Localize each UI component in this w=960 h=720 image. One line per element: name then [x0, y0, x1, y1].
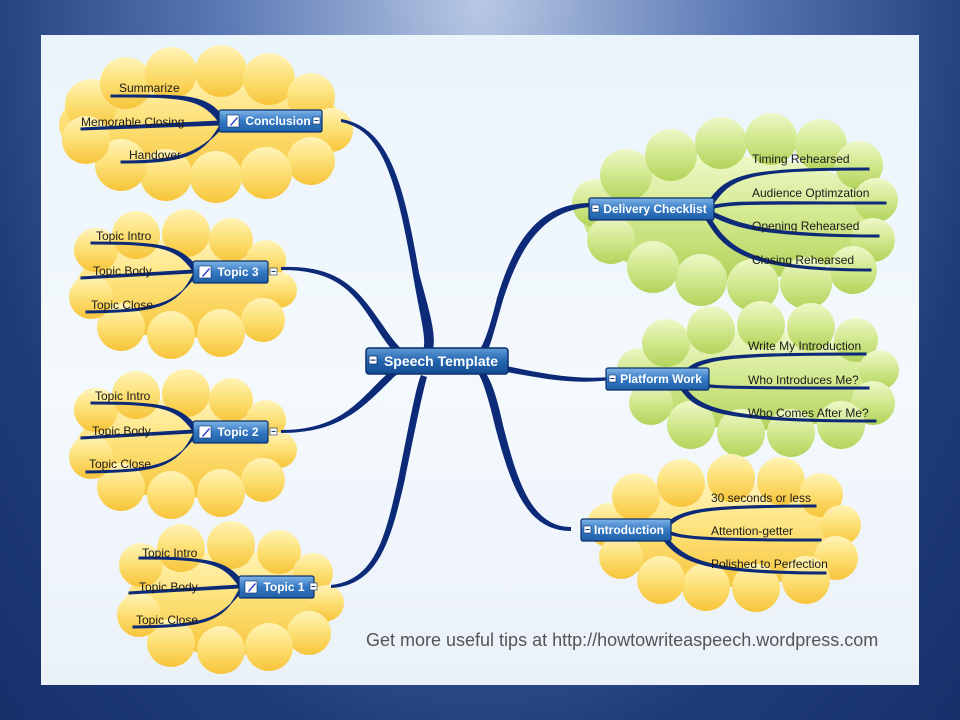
leaf-label[interactable]: Closing Rehearsed: [752, 253, 854, 267]
leaf-label[interactable]: Topic Body: [93, 264, 152, 278]
center-node-label: Speech Template: [384, 353, 498, 369]
mindmap-canvas: Speech Template Conclusion Topic 3 Topic…: [41, 35, 919, 685]
leaf-label[interactable]: Summarize: [119, 81, 180, 95]
leaf-label[interactable]: Topic Close: [89, 457, 151, 471]
cloud-conclusion: [59, 45, 353, 203]
leaf-label[interactable]: Who Introduces Me?: [748, 373, 859, 387]
leaf-label[interactable]: Attention-getter: [711, 524, 793, 538]
leaf-label[interactable]: Topic Close: [136, 613, 198, 627]
leaf-label[interactable]: Audience Optimzation: [752, 186, 869, 200]
node-topic1[interactable]: Topic 1: [238, 575, 318, 599]
node-conclusion-label: Conclusion: [245, 114, 310, 128]
leaf-label[interactable]: Topic Body: [139, 580, 198, 594]
leaf-label[interactable]: Opening Rehearsed: [752, 219, 859, 233]
leaf-label[interactable]: Memorable Closing: [81, 115, 184, 129]
leaf-label[interactable]: Topic Close: [91, 298, 153, 312]
node-topic3[interactable]: Topic 3: [192, 260, 278, 284]
node-topic1-label: Topic 1: [263, 580, 304, 594]
center-node[interactable]: Speech Template: [365, 347, 509, 375]
footer-tip: Get more useful tips at http://howtowrit…: [366, 630, 878, 650]
cloud-delivery-checklist: [572, 113, 898, 311]
leaf-labels: Summarize Memorable Closing Handover Top…: [81, 81, 869, 627]
node-delivery-checklist-label: Delivery Checklist: [603, 202, 706, 216]
mindmap-diagram: Speech Template Conclusion Topic 3 Topic…: [59, 45, 899, 674]
leaf-label[interactable]: Handover: [129, 148, 181, 162]
node-platform-work[interactable]: Platform Work: [605, 367, 710, 391]
pencil-icon: [226, 114, 240, 128]
node-platform-work-label: Platform Work: [620, 372, 702, 386]
leaf-label[interactable]: Topic Intro: [142, 546, 198, 560]
leaf-label[interactable]: Write My Introduction: [748, 339, 861, 353]
leaf-label[interactable]: Topic Intro: [95, 389, 151, 403]
node-introduction[interactable]: Introduction: [580, 518, 672, 542]
node-topic2[interactable]: Topic 2: [192, 420, 278, 444]
node-introduction-label: Introduction: [594, 523, 664, 537]
node-topic3-label: Topic 3: [217, 265, 258, 279]
leaf-label[interactable]: Topic Intro: [96, 229, 152, 243]
cloud-topic2: [69, 369, 297, 519]
pencil-icon: [244, 580, 258, 594]
leaf-label[interactable]: Who Comes After Me?: [748, 406, 869, 420]
node-topic2-label: Topic 2: [217, 425, 258, 439]
leaf-label[interactable]: Topic Body: [92, 424, 151, 438]
cloud-introduction: [587, 454, 861, 612]
sub-branches: [80, 94, 887, 629]
node-delivery-checklist[interactable]: Delivery Checklist: [588, 197, 715, 221]
pencil-icon: [198, 265, 212, 279]
leaf-label[interactable]: 30 seconds or less: [711, 491, 811, 505]
leaf-label[interactable]: Timing Rehearsed: [752, 152, 850, 166]
node-conclusion[interactable]: Conclusion: [218, 109, 323, 133]
pencil-icon: [198, 425, 212, 439]
leaf-label[interactable]: Polished to Perfection: [711, 557, 828, 571]
